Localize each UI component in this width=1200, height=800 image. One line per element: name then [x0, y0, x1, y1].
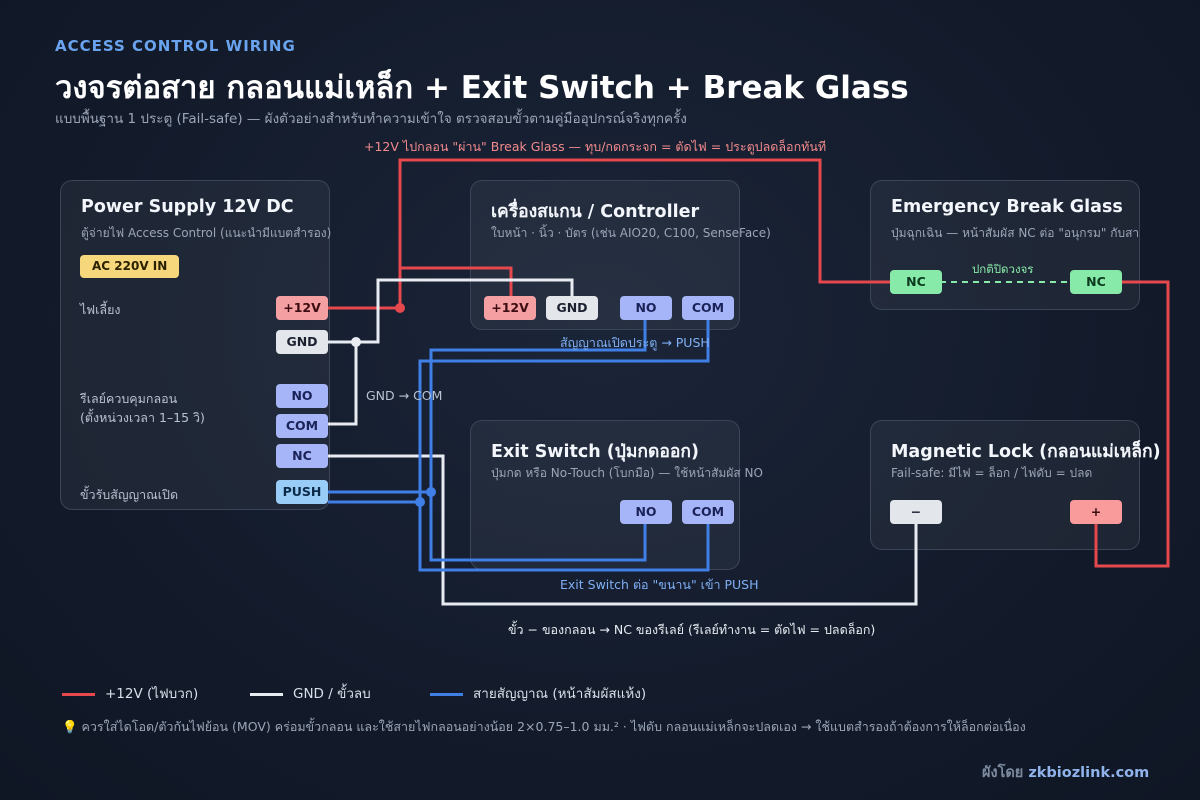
- psu-push-label: ขั้วรับสัญญาณเปิด: [80, 487, 179, 502]
- credit: ผังโดย zkbiozlink.com: [982, 761, 1149, 784]
- legend-white-swatch: [250, 692, 283, 696]
- gnd-com-label: GND → COM: [366, 388, 443, 403]
- controller-no-terminal: NO: [620, 296, 672, 320]
- controller-subtitle: ใบหน้า · นิ้ว · บัตร (เช่น AIO20, C100, …: [491, 226, 771, 240]
- wire-controller-no-to-push: [429, 320, 647, 492]
- psu-title: Power Supply 12V DC: [81, 197, 294, 217]
- red-wire-label: +12V ไปกลอน "ผ่าน" Break Glass — ทุบ/กดก…: [364, 139, 827, 154]
- kicker: ACCESS CONTROL WIRING: [55, 37, 296, 55]
- psu-relay-delay-label: (ตั้งหน่วงเวลา 1–15 วิ): [80, 410, 205, 425]
- normally-closed-label: ปกติปิดวงจร: [972, 262, 1034, 276]
- credit-prefix: ผังโดย: [982, 765, 1024, 781]
- legend-red-swatch: [62, 692, 95, 696]
- controller-gnd-terminal: GND: [546, 296, 598, 320]
- exit-card: Exit Switch (ปุ่มกดออก) ปุ่มกด หรือ No-T…: [470, 420, 763, 570]
- psu-gnd-terminal: GND: [276, 330, 328, 354]
- wire-breakglass-to-maglock-plus: [1094, 280, 1170, 568]
- wire-exit-com: [418, 502, 710, 572]
- wire-gnd-to-controller: [328, 278, 574, 426]
- psu-12v-terminal: +12V: [276, 296, 328, 320]
- legend-white: GND / ขั้วลบ: [250, 682, 371, 704]
- psu-power-label: ไฟเลี้ยง: [80, 302, 121, 317]
- wire-psu-12v-through-breakglass: [398, 158, 890, 308]
- maglock-minus-wire-label: ขั้ว − ของกลอน → NC ของรีเลย์ (รีเลย์ทำง…: [508, 622, 876, 637]
- maglock-plus-terminal: +: [1070, 500, 1122, 524]
- maglock-minus-terminal: −: [890, 500, 942, 524]
- legend-red: +12V (ไฟบวก): [62, 682, 198, 704]
- wire-nc-to-maglock-minus: [328, 454, 918, 606]
- maglock-title: Magnetic Lock (กลอนแม่เหล็ก): [891, 442, 1161, 462]
- controller-title: เครื่องสแกน / Controller: [491, 202, 700, 222]
- white-junction-dot: [351, 337, 361, 347]
- blue-junction-dot-com: [415, 497, 425, 507]
- controller-12v-terminal: +12V: [484, 296, 536, 320]
- psu-com-terminal: COM: [276, 414, 328, 438]
- breakglass-nc-terminal-left: NC: [890, 270, 942, 294]
- psu-subtitle: ตู้จ่ายไฟ Access Control (แนะนำมีแบตสำรอ…: [81, 226, 332, 240]
- page-title: วงจรต่อสาย กลอนแม่เหล็ก + Exit Switch + …: [55, 70, 909, 106]
- ac-input-badge: AC 220V IN: [80, 255, 180, 278]
- exit-no-terminal: NO: [620, 500, 672, 524]
- legend-blue: สายสัญญาณ (หน้าสัมผัสแห้ง): [430, 682, 646, 704]
- legend-white-label: GND / ขั้วลบ: [293, 686, 371, 702]
- legend-red-label: +12V (ไฟบวก): [105, 686, 199, 702]
- page-subtitle: แบบพื้นฐาน 1 ประตู (Fail-safe) — ผังตัวอ…: [55, 111, 687, 127]
- breakglass-title: Emergency Break Glass: [891, 197, 1123, 217]
- red-junction-dot: [395, 303, 405, 313]
- psu-no-terminal: NO: [276, 384, 328, 408]
- open-signal-label: สัญญาณเปิดประตู → PUSH: [560, 335, 710, 350]
- psu-push-terminal: PUSH: [276, 480, 328, 504]
- maglock-subtitle: Fail-safe: มีไฟ = ล็อก / ไฟดับ = ปลด: [891, 466, 1093, 480]
- legend-blue-label: สายสัญญาณ (หน้าสัมผัสแห้ง): [473, 686, 647, 702]
- psu-nc-terminal: NC: [276, 444, 328, 468]
- breakglass-subtitle: ปุ่มฉุกเฉิน — หน้าสัมผัส NC ต่อ "อนุกรม"…: [891, 226, 1140, 240]
- wire-controller-com-to-relay: [418, 320, 710, 502]
- wire-exit-no: [429, 492, 647, 562]
- legend-blue-swatch: [430, 692, 463, 696]
- blue-junction-dot-push: [426, 487, 436, 497]
- psu-relay-label: รีเลย์ควบคุมกลอน: [80, 391, 178, 406]
- controller-com-terminal: COM: [682, 296, 734, 320]
- exit-com-terminal: COM: [682, 500, 734, 524]
- footnote: 💡 ควรใส่ไดโอด/ตัวกันไฟย้อน (MOV) คร่อมขั…: [62, 719, 1026, 734]
- breakglass-nc-terminal-right: NC: [1070, 270, 1122, 294]
- exit-subtitle: ปุ่มกด หรือ No-Touch (โบกมือ) — ใช้หน้าส…: [491, 466, 763, 480]
- credit-site: zkbiozlink.com: [1028, 765, 1150, 781]
- exit-parallel-label: Exit Switch ต่อ "ขนาน" เข้า PUSH: [560, 577, 759, 592]
- exit-title: Exit Switch (ปุ่มกดออก): [491, 442, 699, 462]
